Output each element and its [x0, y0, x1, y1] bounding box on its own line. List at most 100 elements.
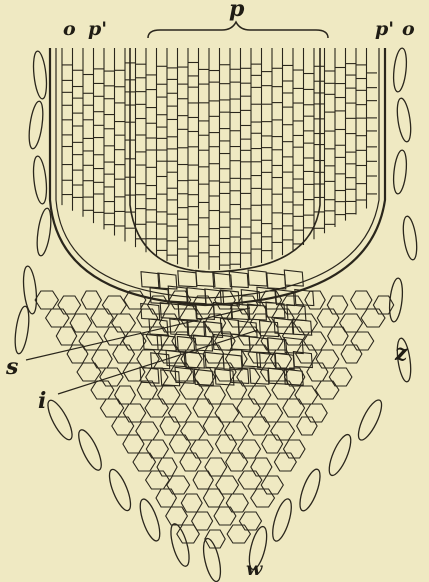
cap-tissue-cell — [113, 345, 135, 363]
sloughed-cap-cell — [35, 207, 54, 256]
cap-tissue-cell — [166, 507, 188, 525]
cap-tissue-cell — [248, 386, 271, 404]
cap-tissue-cell — [203, 489, 224, 507]
cap-tissue-cell — [137, 381, 157, 399]
meristem-cell — [205, 352, 224, 368]
meristem-cell — [213, 273, 232, 289]
cap-tissue-cell — [328, 327, 349, 345]
label-z: z — [395, 342, 408, 364]
sloughed-cap-cell — [13, 305, 32, 354]
label-o-left: o — [63, 20, 76, 39]
sloughed-cap-cell — [395, 97, 413, 142]
cap-tissue-cell — [193, 399, 213, 417]
cap-tissue-cell — [167, 476, 190, 494]
cap-tissue-cell — [216, 435, 237, 453]
cap-tissue-cell — [251, 458, 272, 476]
cap-tissue-cell — [316, 381, 339, 399]
cap-tissue-cell — [340, 314, 363, 332]
meristem-cell — [178, 271, 197, 287]
cap-tissue-cell — [35, 291, 58, 309]
plerome-bracket — [148, 22, 328, 38]
meristem-cell — [284, 270, 303, 286]
cap-tissue-cell — [283, 399, 305, 417]
cap-tissue-cell — [307, 363, 328, 381]
cap-tissue-cell — [92, 350, 113, 368]
cap-tissue-cell — [226, 453, 248, 471]
cap-tissue-cell — [123, 404, 145, 422]
cap-tissue-cell — [297, 417, 317, 435]
cap-tissue-cell — [81, 291, 101, 309]
cap-tissue-cell — [351, 291, 372, 309]
cap-tissue-cell — [226, 350, 248, 368]
cap-tissue-cell — [146, 440, 168, 458]
cap-tissue-cell — [261, 476, 283, 494]
cap-tissue-cell — [204, 386, 225, 404]
cap-tissue-cell — [190, 440, 213, 458]
cap-tissue-cell — [305, 291, 325, 309]
cap-tissue-cell — [181, 422, 205, 440]
cap-tissue-cell — [351, 332, 374, 350]
cap-tissue-cell — [123, 435, 144, 453]
sloughed-cap-cell — [27, 100, 46, 149]
cap-tissue-cell — [214, 507, 236, 525]
cap-tissue-cell — [239, 512, 261, 530]
cap-tissue-cell — [226, 494, 248, 512]
cap-tissue-cell — [158, 386, 180, 404]
label-s: s — [6, 356, 18, 378]
meristem-cell — [248, 270, 267, 286]
cap-tissue-cell — [274, 453, 296, 471]
cap-tissue-cell — [115, 386, 136, 404]
cap-tissue-cell — [304, 332, 327, 350]
cap-tissue-cell — [317, 309, 339, 327]
label-p-prime-left: p' — [88, 20, 107, 39]
cap-tissue-cell — [238, 440, 261, 458]
cap-tissue-cell — [215, 291, 236, 309]
cap-tissue-cell — [260, 404, 283, 422]
meristem-cell — [267, 273, 286, 289]
cap-tissue-cell — [112, 314, 136, 332]
label-p-prime-right: p' — [375, 20, 394, 39]
cap-tissue-cell — [170, 363, 192, 381]
cap-tissue-cell — [160, 417, 180, 435]
cap-tissue-cell — [261, 332, 283, 350]
cap-tissue-cell — [205, 458, 227, 476]
cap-tissue-cell — [146, 471, 170, 489]
cap-tissue-cell — [227, 525, 250, 543]
cap-tissue-cell — [305, 404, 327, 422]
label-w: w — [246, 560, 262, 579]
cap-tissue-cell — [104, 327, 125, 345]
cap-tissue-cell — [251, 489, 275, 507]
cap-tissue-cell — [46, 309, 69, 327]
cap-tissue-cell — [248, 417, 270, 435]
cap-tissue-cell — [136, 422, 159, 440]
meristem-cell — [229, 272, 248, 288]
cap-tissue-cell — [180, 453, 201, 471]
cap-tissue-cell — [77, 363, 101, 381]
cap-tissue-cell — [203, 417, 224, 435]
cap-tissue-cell — [271, 350, 292, 368]
sloughed-cap-cell — [392, 47, 409, 92]
meristem-cell — [260, 321, 279, 337]
cap-tissue-cell — [271, 422, 295, 440]
cap-tissue-cell — [261, 363, 284, 381]
sloughed-cap-cell — [74, 427, 105, 473]
sloughed-cap-cell — [354, 397, 386, 443]
cap-tissue-cell — [341, 345, 362, 363]
cap-tissue-cell — [91, 309, 114, 327]
sloughed-cap-cell — [43, 397, 76, 442]
cap-tissue-cell — [237, 399, 260, 417]
sloughed-cap-cell — [167, 522, 193, 568]
sloughed-cap-cell — [296, 467, 324, 513]
sloughed-cap-cell — [401, 215, 419, 260]
label-o-right: o — [402, 20, 415, 39]
meristem-cell — [178, 304, 197, 320]
cap-tissue-cell — [238, 471, 262, 489]
cap-tissue-cell — [102, 296, 126, 314]
cap-tissue-cell — [316, 350, 339, 368]
sloughed-cap-cell — [32, 156, 49, 205]
sloughed-cap-cell — [325, 432, 355, 478]
cap-tissue-cell — [100, 399, 123, 417]
cap-tissue-cell — [226, 381, 247, 399]
